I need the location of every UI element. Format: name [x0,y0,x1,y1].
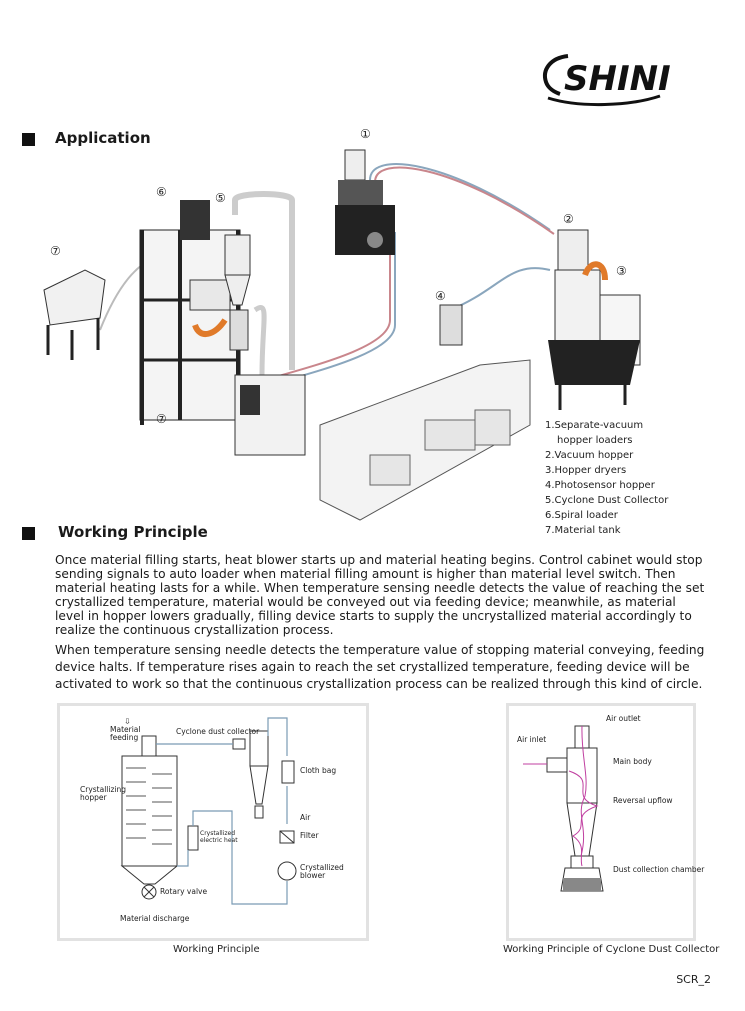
principle-paragraph-1: Once material filling starts, heat blowe… [55,553,705,637]
shini-logo: SHINI [540,48,710,110]
label-blower: blower [300,871,326,880]
callout-2: ② [563,212,574,226]
callout-5: ⑤ [215,191,226,205]
legend-item: 3.Hopper dryers [545,465,627,476]
label-hopper: Crystallizing [80,785,126,794]
label-heater: electric heat [200,837,238,844]
label-material-feeding: Material [110,725,141,734]
legend-item: 2.Vacuum hopper [545,450,634,461]
label-reversal-upflow: Reversal upflow [613,796,673,805]
label-heater: Crystallized [200,830,236,837]
legend-item: 1.Separate-vacuum [545,420,644,431]
callout-7b: ⑦ [156,412,167,426]
caption-working-principle: Working Principle [173,944,260,955]
label-air: Air [300,813,311,822]
label-material-feeding: feeding [110,733,139,742]
label-blower: Crystallized [300,863,344,872]
label-air-inlet: Air inlet [517,735,547,744]
application-heading: Application [55,129,151,147]
callout-6: ⑥ [156,185,167,199]
label-discharge: Material discharge [120,914,190,923]
logo-wordmark: SHINI [564,59,671,99]
separate-vacuum-loader [335,149,395,255]
callout-1: ① [360,127,371,141]
spiral-loader-tower [139,200,241,425]
label-hopper: hopper [80,793,107,802]
section-marker [22,527,35,540]
legend-item: 7.Material tank [545,525,621,536]
svg-text:⇩: ⇩ [124,717,131,726]
principle-paragraph-2: When temperature sensing needle detects … [55,643,705,691]
legend-item: 5.Cyclone Dust Collector [545,495,669,506]
working-principle-heading: Working Principle [58,523,208,541]
legend-item: 6.Spiral loader [545,510,618,521]
section-marker [22,133,35,146]
caption-cyclone-principle: Working Principle of Cyclone Dust Collec… [503,944,720,955]
legend-item-cont: hopper loaders [557,435,633,446]
page-code: SCR_2 [676,973,711,986]
callout-3: ③ [616,264,627,278]
application-illustration: ① ② ③ ④ ⑤ ⑥ ⑦ ⑦ [30,120,720,540]
label-cyclone: Cyclone dust collector [176,727,260,736]
material-tank-left [43,269,106,360]
cyclone-dust-collector [224,234,306,456]
cyclone-principle-diagram: Air outlet Air inlet Main body Reversal … [506,703,704,941]
hopper-dryer [548,229,641,410]
working-principle-diagram: ⇩ Material feeding Cyclone dust collecto… [57,703,369,941]
callout-7a: ⑦ [50,244,61,258]
application-legend: 1.Separate-vacuum hopper loaders 2.Vacuu… [545,418,668,538]
label-main-body: Main body [613,757,652,766]
label-rotary-valve: Rotary valve [160,887,208,896]
injection-molding-machine [319,304,531,521]
label-dust-chamber: Dust collection chamber [613,865,705,874]
label-filter: Filter [300,831,319,840]
legend-item: 4.Photosensor hopper [545,480,655,491]
callout-4: ④ [435,289,446,303]
label-cloth-bag: Cloth bag [300,766,337,775]
label-air-outlet: Air outlet [606,714,641,723]
